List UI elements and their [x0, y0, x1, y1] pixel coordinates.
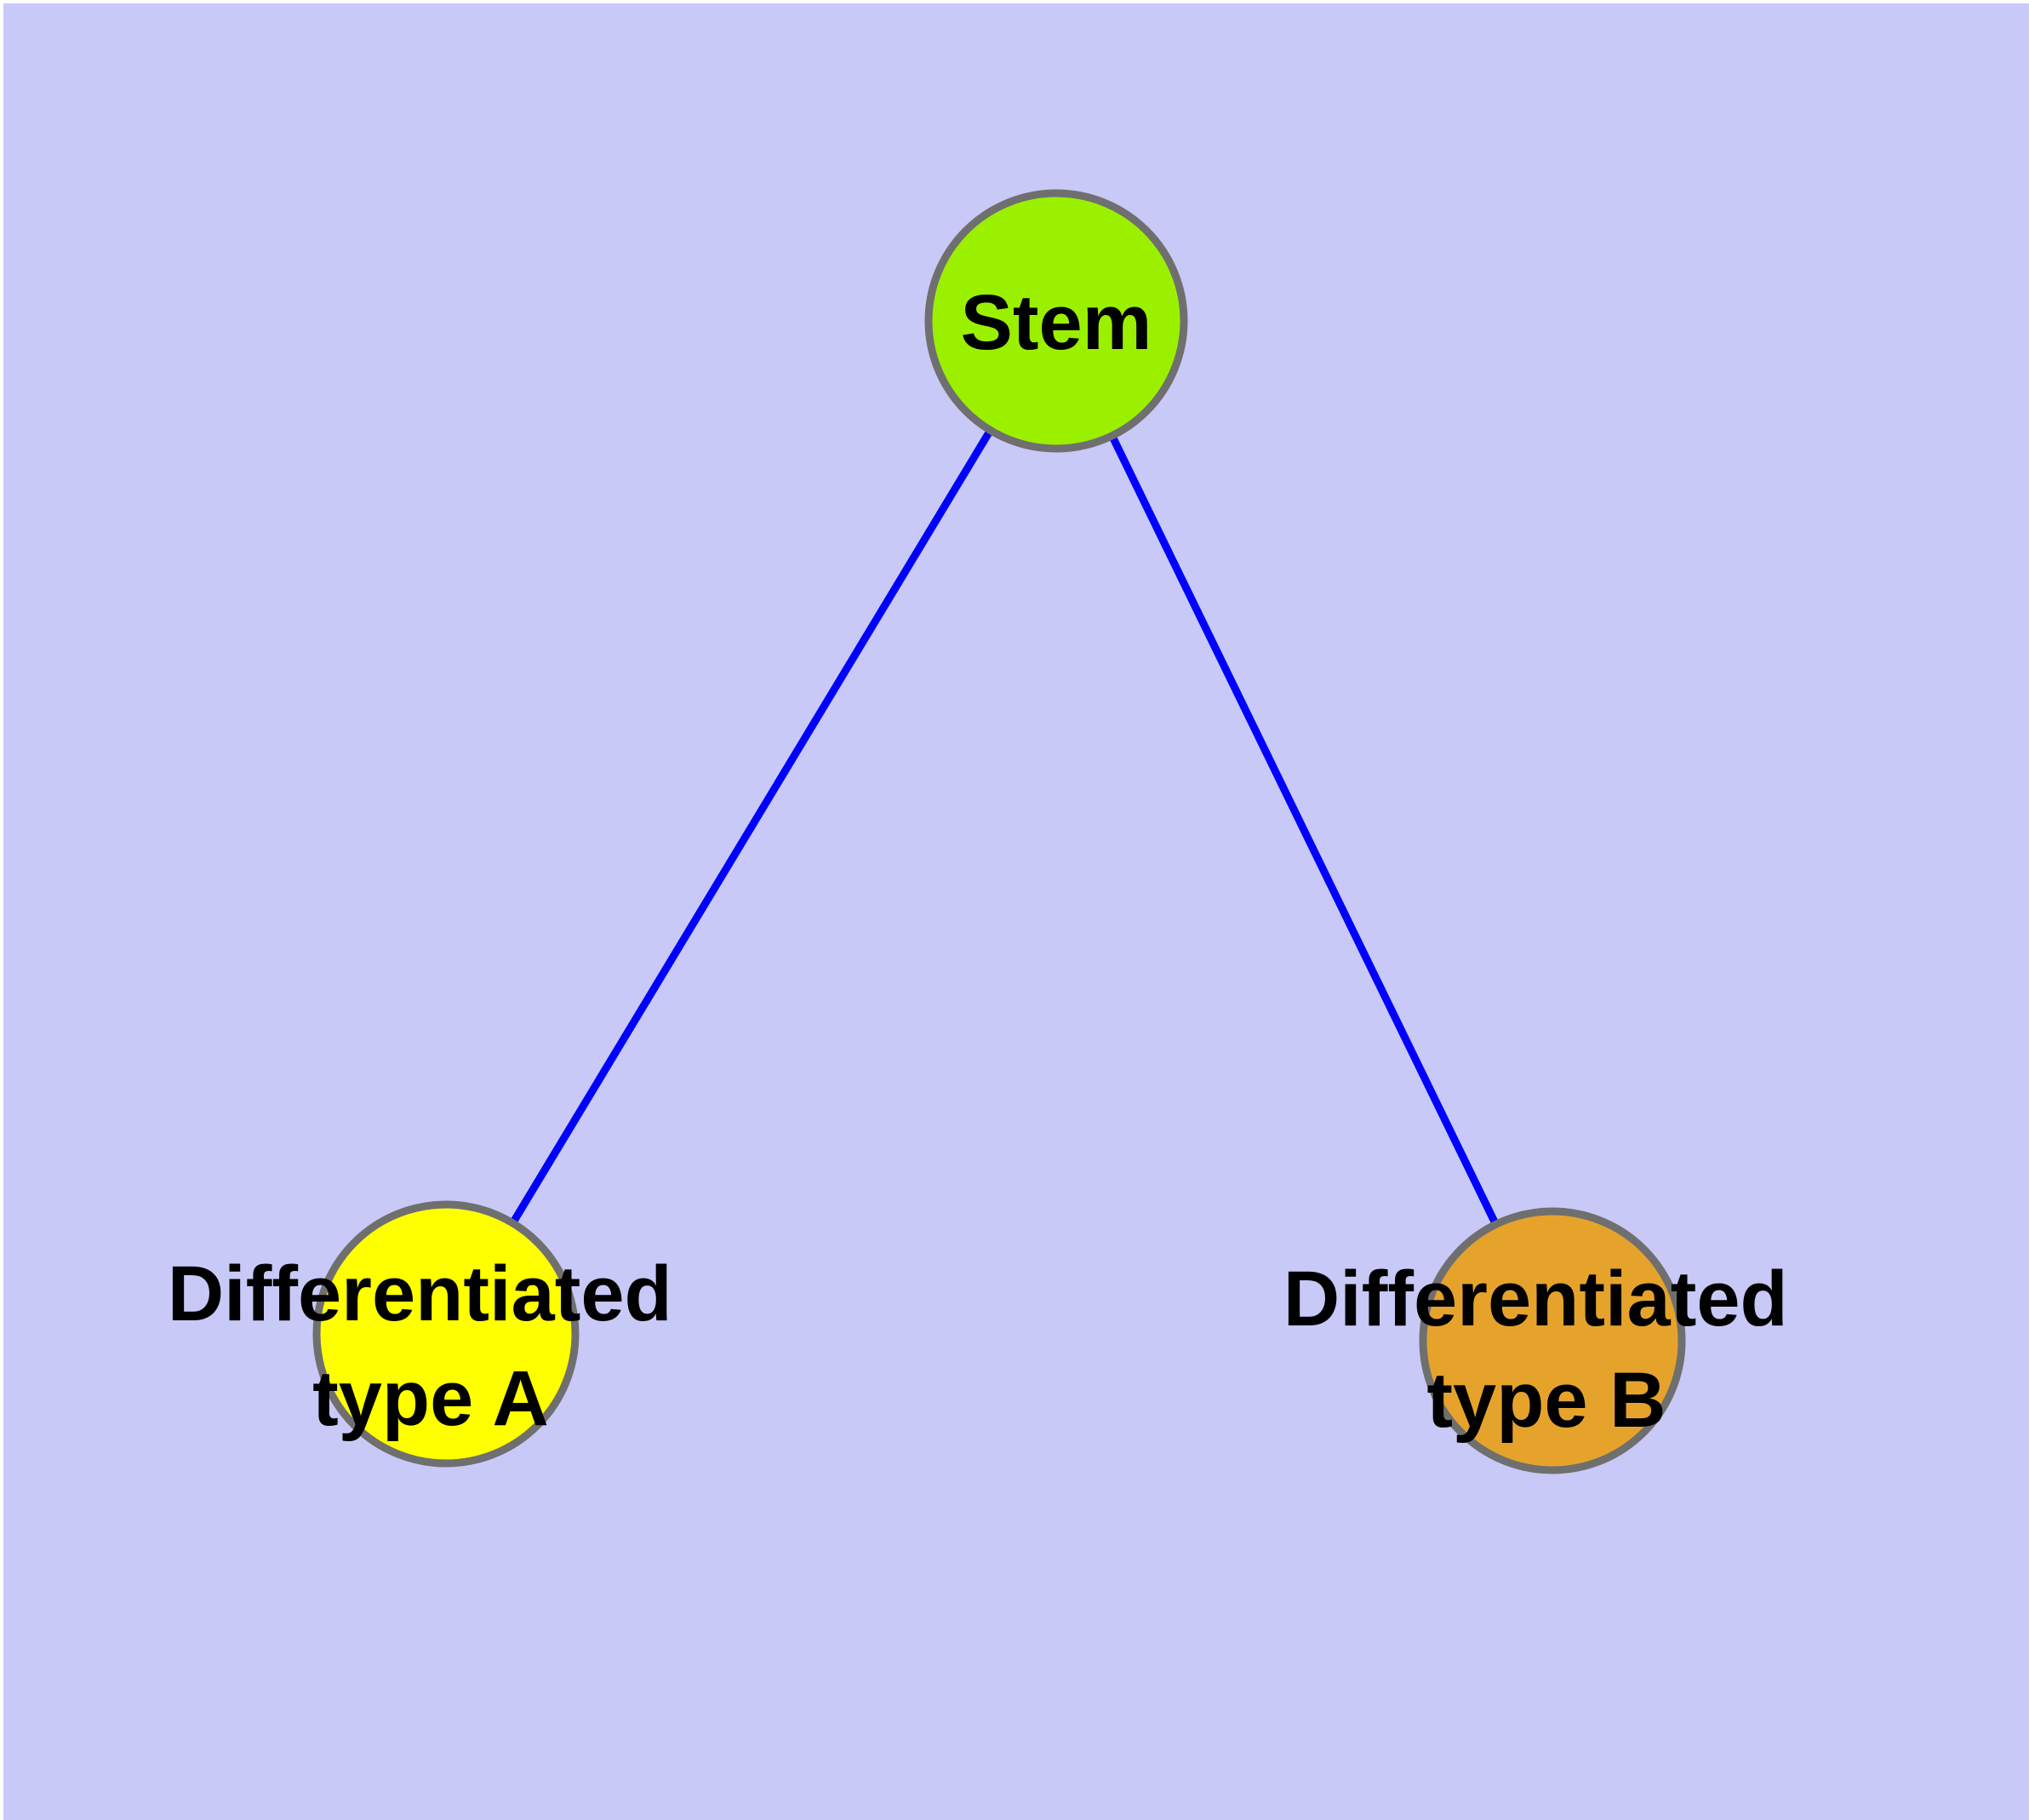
node-type-a-label-line2: type A [312, 1355, 549, 1442]
node-type-a-circle [312, 1200, 580, 1468]
node-type-b-label-line1: Differentiated [1283, 1256, 1788, 1342]
node-type-b-label-line2: type B [1426, 1357, 1666, 1444]
edge-stem-to-type-a [443, 318, 1060, 1336]
node-type-a-label: Differentiated type A [168, 1251, 694, 1442]
edge-stem-to-type-b [1052, 319, 1557, 1342]
graph-canvas: Stem Differentiated type A Differentiate… [3, 3, 2029, 1820]
node-stem-label: Stem [961, 279, 1152, 366]
node-stem-circle [924, 189, 1188, 453]
node-type-b-label: Differentiated type B [1283, 1256, 1810, 1444]
node-type-a-label-line1: Differentiated [168, 1251, 672, 1337]
node-type-b-circle [1419, 1207, 1686, 1474]
